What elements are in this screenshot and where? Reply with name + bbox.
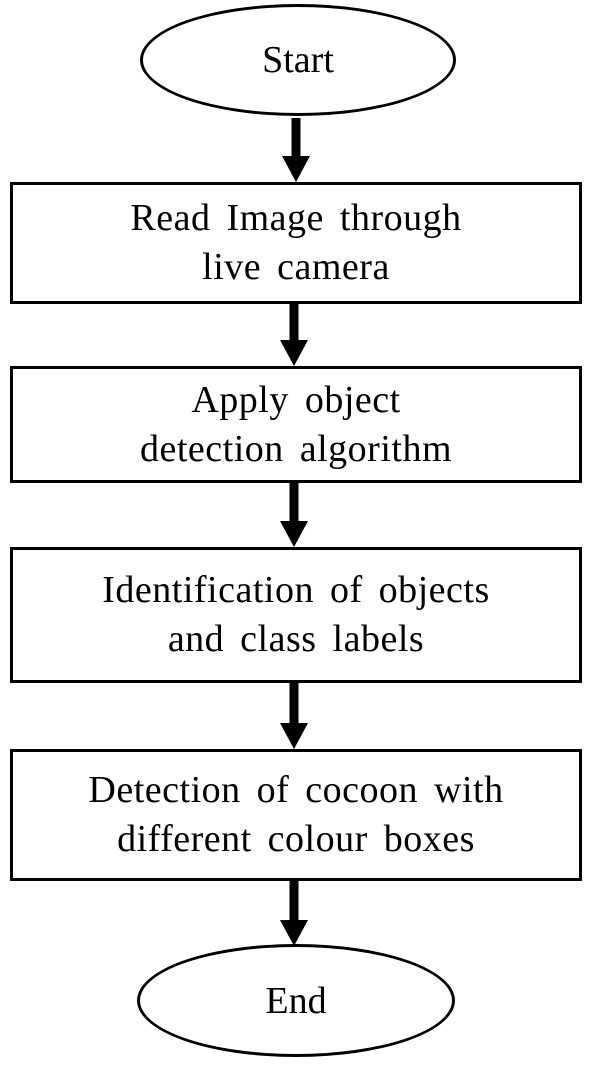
arrow-start-to-step1 — [282, 118, 310, 182]
step-1-line-1: Read Image through — [130, 197, 462, 240]
start-label: Start — [262, 39, 334, 81]
arrow-step1-to-step2 — [280, 302, 308, 366]
step-3-line-1: Identification of objects — [102, 569, 490, 612]
step-apply-detection: Apply object detection algorithm — [10, 366, 582, 483]
step-3-line-2: and class labels — [167, 618, 425, 660]
end-terminal: End — [137, 944, 455, 1057]
end-label: End — [265, 979, 327, 1022]
step-1-line-2: live camera — [202, 246, 390, 288]
arrow-step3-to-step4 — [280, 682, 308, 749]
step-2-line-1: Apply object — [191, 378, 401, 421]
arrow-step2-to-step3 — [280, 482, 308, 547]
arrow-step4-to-end — [280, 880, 308, 946]
step-2-line-2: detection algorithm — [139, 427, 453, 470]
start-terminal: Start — [140, 4, 456, 116]
step-identification: Identification of objects and class labe… — [10, 547, 582, 683]
step-read-image: Read Image through live camera — [10, 182, 582, 304]
step-4-line-2: different colour boxes — [117, 818, 475, 860]
step-4-line-1: Detection of cocoon with — [88, 769, 504, 812]
step-detection-cocoon: Detection of cocoon with different colou… — [10, 749, 582, 881]
